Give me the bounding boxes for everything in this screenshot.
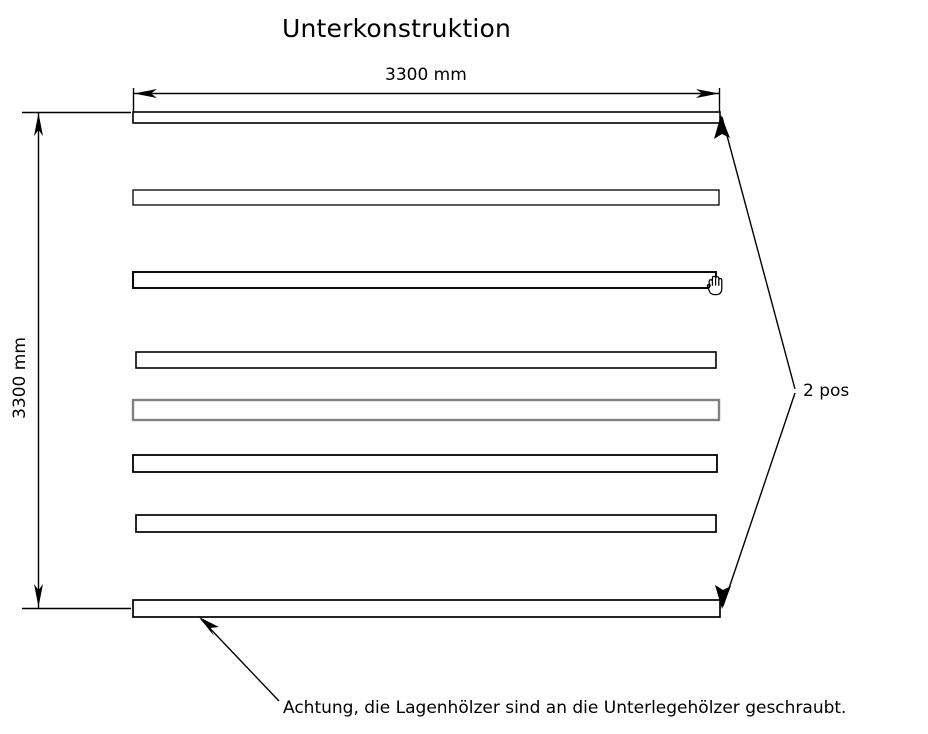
beam-3[interactable] bbox=[132, 271, 717, 289]
arrowhead-left bbox=[134, 89, 157, 98]
beam-group bbox=[131, 111, 721, 618]
arrowhead-right bbox=[696, 89, 719, 98]
position-count-label: 2 pos bbox=[803, 381, 850, 401]
beam-4[interactable] bbox=[135, 351, 717, 369]
dimension-left-label: 3300 mm bbox=[10, 337, 30, 419]
note-block: Achtung, die Lagenhölzer sind an die Unt… bbox=[283, 648, 846, 734]
beam-5[interactable] bbox=[131, 398, 721, 422]
dimension-left-group bbox=[22, 111, 131, 610]
leader-line-upper bbox=[721, 116, 796, 390]
leader-position-group bbox=[714, 115, 796, 609]
arrowhead-up bbox=[34, 113, 43, 136]
arrowhead-down bbox=[34, 584, 43, 607]
beam-7[interactable] bbox=[135, 514, 717, 533]
leader-arrowhead-upper bbox=[714, 115, 730, 139]
dimension-top-label: 3300 mm bbox=[385, 65, 467, 85]
page-title: Unterkonstruktion bbox=[282, 14, 512, 43]
leader-arrowhead-lower bbox=[715, 585, 731, 609]
beam-8[interactable] bbox=[132, 599, 721, 618]
beam-6[interactable] bbox=[132, 454, 718, 473]
leader-note-group bbox=[199, 617, 280, 702]
leader-arrowhead-note bbox=[199, 617, 219, 636]
beam-1[interactable] bbox=[132, 111, 721, 124]
dimension-top-group bbox=[132, 88, 721, 112]
note-line-1: Achtung, die Lagenhölzer sind an die Unt… bbox=[283, 698, 847, 718]
leader-line-note bbox=[200, 618, 280, 702]
beam-2[interactable] bbox=[132, 189, 720, 206]
leader-line-lower bbox=[722, 392, 796, 607]
